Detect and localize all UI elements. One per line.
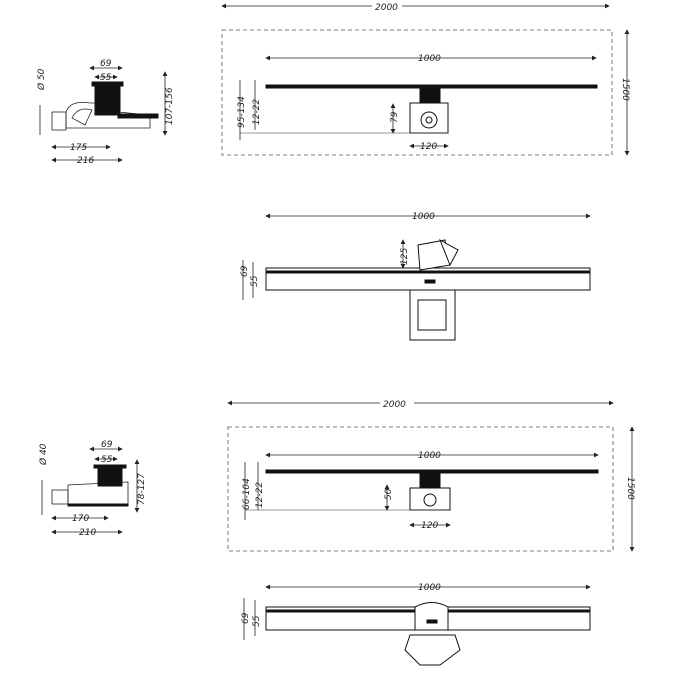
dim-1500: 1500 — [620, 78, 630, 101]
dim-1000: 1000 — [418, 583, 441, 593]
side-view-a: 69 55 Ø 50 107-156 175 216 — [36, 59, 175, 166]
dim-69: 69 — [241, 612, 251, 624]
side-view-b: 69 55 Ø 40 78-127 170 210 — [38, 440, 147, 538]
dim-2000: 2000 — [383, 400, 406, 410]
dim-box-width: 120 — [420, 142, 437, 152]
dim-216: 216 — [77, 156, 94, 166]
dim-69: 69 — [240, 265, 250, 277]
dim-box-width: 120 — [421, 521, 438, 531]
plan-view-a: 2000 1500 1000 95-134 12-22 79 120 — [221, 1, 630, 156]
dim-69: 69 — [100, 59, 112, 69]
dim-1000: 1000 — [412, 212, 435, 222]
dim-install-height: 66-104 — [242, 478, 252, 510]
dim-tile-height: 12-22 — [255, 482, 265, 508]
dim-69: 69 — [101, 440, 113, 450]
dim-55: 55 — [100, 73, 112, 83]
dim-height: 107-156 — [165, 87, 175, 125]
dim-1000: 1000 — [418, 54, 441, 64]
dim-1500: 1500 — [625, 477, 635, 500]
dim-170: 170 — [72, 514, 89, 524]
front-view-b: 1000 69 55 — [241, 583, 591, 666]
dim-outlet-height: 50 — [384, 488, 394, 500]
dim-1000: 1000 — [418, 451, 441, 461]
dim-install-height: 95-134 — [237, 96, 247, 128]
dim-tile-height: 12-22 — [252, 99, 262, 125]
dim-outlet-height: 125 — [400, 248, 410, 265]
dim-210: 210 — [79, 528, 96, 538]
front-view-a: 1000 69 55 125 — [240, 212, 591, 341]
plan-view-b: 2000 1500 1000 66-104 12-22 50 120 — [227, 398, 635, 552]
dim-outlet-height: 79 — [390, 111, 400, 123]
dim-2000: 2000 — [375, 3, 398, 13]
dim-55: 55 — [250, 275, 260, 287]
dim-55: 55 — [252, 615, 262, 627]
dim-55: 55 — [101, 455, 113, 465]
dim-diameter: Ø 40 — [38, 443, 49, 466]
dim-175: 175 — [70, 143, 87, 153]
dim-diameter: Ø 50 — [36, 68, 47, 91]
dim-height: 78-127 — [137, 473, 147, 505]
